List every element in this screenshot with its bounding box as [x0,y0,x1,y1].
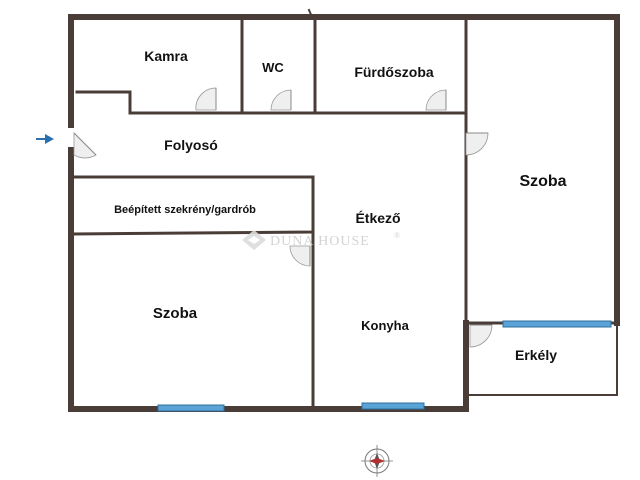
label-konyha: Konyha [361,318,409,333]
interior-walls [72,18,468,411]
label-folyoso: Folyosó [164,137,218,153]
door-kamra [195,87,217,111]
watermark: DUNA HOUSE ® [242,230,401,250]
label-szoba-right: Szoba [519,173,566,190]
door-szoba-left [289,245,311,267]
label-kamra: Kamra [144,48,188,64]
label-etkezo: Étkező [355,210,400,226]
watermark-brand: DUNA HOUSE [270,234,370,249]
windows [157,320,612,412]
label-erkely: Erkély [515,347,557,363]
doors [73,87,493,348]
door-erkely [469,324,493,348]
label-beepitett: Beépített szekrény/gardrób [114,204,256,216]
window-szoba [157,404,225,412]
entrance-arrow-icon [36,134,54,144]
window-erkely [502,320,612,328]
door-szoba-right [465,132,489,156]
label-furdoszoba: Fürdőszoba [354,64,434,80]
room-labels: Kamra WC Fürdőszoba Folyosó Szoba Beépít… [114,48,567,363]
label-wc: WC [262,60,284,75]
window-konyha [361,402,425,410]
duna-house-logo-icon [242,230,266,250]
door-wc [270,89,292,111]
label-szoba-left: Szoba [153,305,198,322]
compass-icon [361,445,393,477]
door-entrance [73,132,97,159]
door-furdoszoba [425,89,447,111]
watermark-registered-mark: ® [394,231,401,240]
